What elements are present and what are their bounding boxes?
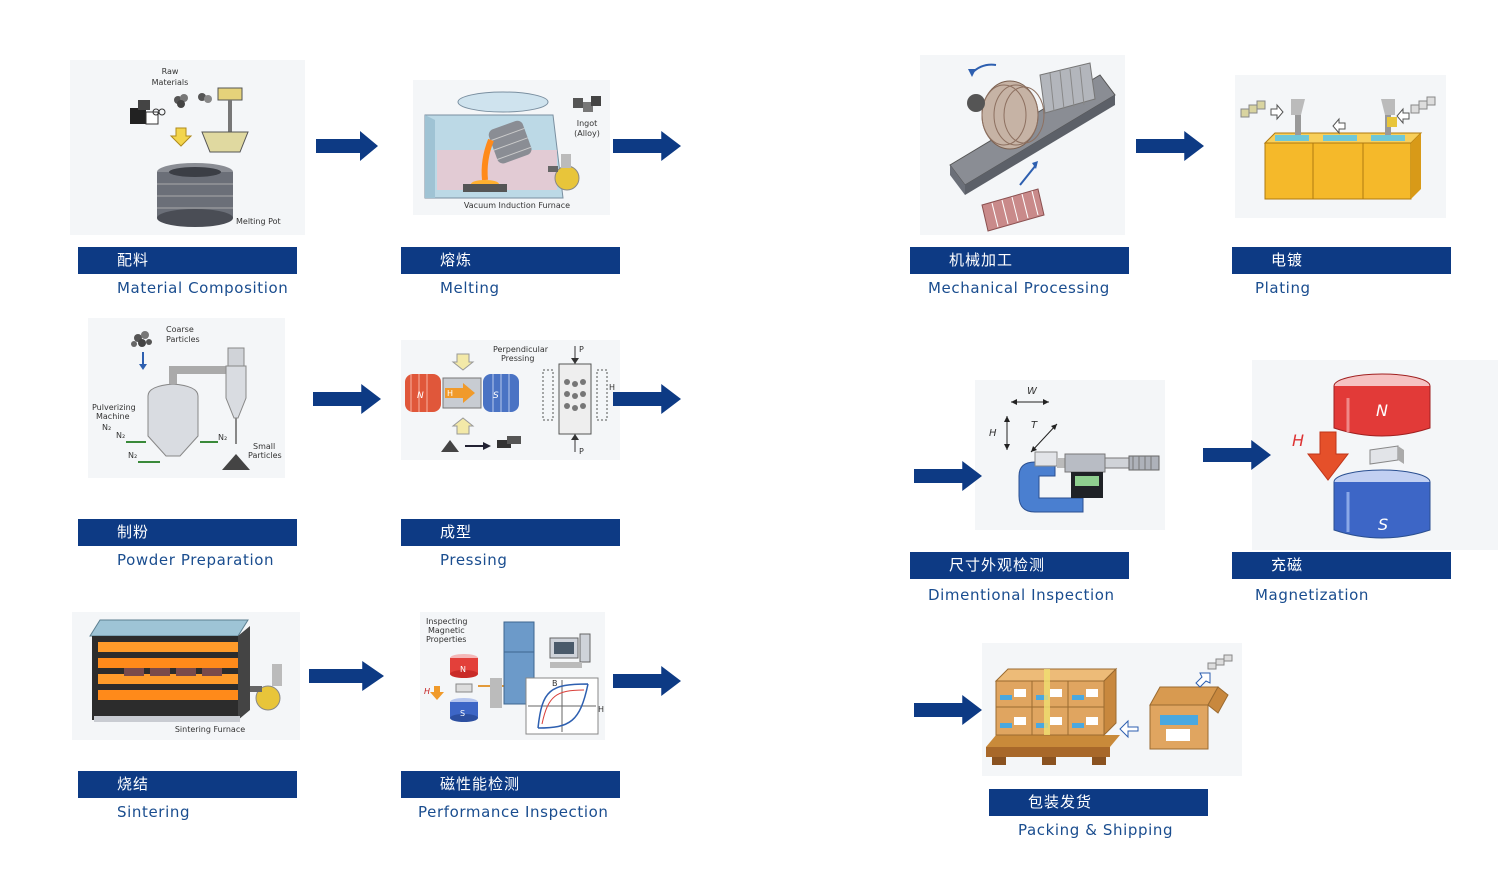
step-caption-sintering: Sintering <box>117 803 191 821</box>
pulverizing-label: Pulverizing <box>92 403 136 412</box>
flow-arrow-3 <box>313 384 381 414</box>
n-pole-label: N <box>417 391 424 401</box>
step-caption-pressing: Pressing <box>440 551 508 569</box>
flow-arrow-7 <box>1136 131 1204 161</box>
flow-arrow-10 <box>914 695 982 725</box>
flow-arrow-9 <box>1203 440 1271 470</box>
h-dimension-label: H <box>989 428 997 439</box>
flow-arrow-2 <box>613 131 681 161</box>
h-field-label: H <box>609 383 615 392</box>
step-caption-material-composition: Material Composition <box>117 279 289 297</box>
powder-preparation-illustration: Coarse Particles Pulverizing Machine Sma… <box>88 318 285 478</box>
step-label-powder-preparation: 制粉 <box>78 519 297 546</box>
flow-arrow-5 <box>309 661 384 691</box>
step-label-performance-inspection: 磁性能检测 <box>401 771 620 798</box>
step-caption-magnetization: Magnetization <box>1255 586 1370 604</box>
coarse-label: Coarse <box>166 325 194 334</box>
ingot-label: Ingot <box>577 119 598 128</box>
h-field-arrow-label: H <box>1292 431 1304 450</box>
step-label-packing-shipping: 包装发货 <box>989 789 1208 816</box>
flow-arrow-8 <box>914 461 982 491</box>
pressing-sub-label: Pressing <box>501 354 534 363</box>
performance-inspection-illustration: Inspecting Magnetic Properties N S H B H <box>420 612 605 740</box>
n2-label-4: N₂ <box>102 423 111 432</box>
step-label-dimentional-inspection: 尺寸外观检测 <box>910 552 1129 579</box>
materials-label: Materials <box>152 78 189 87</box>
h-axis-label: H <box>598 705 604 714</box>
pressing-illustration: Perpendicular Pressing N S H P P H <box>401 340 620 460</box>
magnetic-label: Magnetic <box>428 626 465 635</box>
w-dimension-label: W <box>1027 386 1038 397</box>
material-composition-illustration: Raw Materials Melting Pot <box>70 60 305 235</box>
s-pole-label: S <box>493 391 499 401</box>
packing-shipping-illustration <box>982 643 1242 776</box>
step-caption-melting: Melting <box>440 279 500 297</box>
step-label-pressing: 成型 <box>401 519 620 546</box>
melting-illustration: Ingot (Alloy) Vacuum Induction Furnace <box>413 80 610 215</box>
step-label-material-composition: 配料 <box>78 247 297 274</box>
step-caption-performance-inspection: Performance Inspection <box>418 803 609 821</box>
p-top-label: P <box>579 345 584 354</box>
step-label-magnetization: 充磁 <box>1232 552 1451 579</box>
raw-label: Raw <box>162 67 179 76</box>
step-caption-powder-preparation: Powder Preparation <box>117 551 275 569</box>
s-label: S <box>460 709 465 718</box>
step-label-plating: 电镀 <box>1232 247 1451 274</box>
h-arrow-label: H <box>424 687 430 696</box>
step-caption-packing-shipping: Packing & Shipping <box>1018 821 1174 839</box>
dimentional-inspection-illustration: W H T <box>975 380 1165 530</box>
n2-label-2: N₂ <box>128 451 137 460</box>
step-label-mechanical-processing: 机械加工 <box>910 247 1129 274</box>
small-label: Small <box>253 442 275 451</box>
alloy-label: (Alloy) <box>574 129 600 138</box>
step-caption-mechanical-processing: Mechanical Processing <box>928 279 1110 297</box>
p-bottom-label: P <box>579 447 584 456</box>
step-label-melting: 熔炼 <box>401 247 620 274</box>
inspecting-label: Inspecting <box>426 617 468 626</box>
small-particles-label: Particles <box>248 451 282 460</box>
perpendicular-label: Perpendicular <box>493 345 549 354</box>
vacuum-furnace-label: Vacuum Induction Furnace <box>464 201 570 210</box>
magnetization-illustration: N H S <box>1252 360 1498 550</box>
n-label: N <box>460 665 466 674</box>
mechanical-processing-illustration <box>920 55 1125 235</box>
flow-arrow-6 <box>613 666 681 696</box>
n-magnet-label: N <box>1376 401 1388 420</box>
h-label: H <box>447 389 453 398</box>
properties-label: Properties <box>426 635 466 644</box>
coarse-particles-label: Particles <box>166 335 200 344</box>
flow-arrow-1 <box>316 131 378 161</box>
n2-label-3: N₂ <box>218 433 227 442</box>
sintering-furnace-label: Sintering Furnace <box>175 725 245 734</box>
flow-arrow-4 <box>613 384 681 414</box>
t-dimension-label: T <box>1031 420 1038 431</box>
step-label-sintering: 烧结 <box>78 771 297 798</box>
n2-label-1: N₂ <box>116 431 125 440</box>
b-axis-label: B <box>552 679 558 688</box>
machine-label: Machine <box>96 412 130 421</box>
sintering-illustration: Sintering Furnace <box>72 612 300 740</box>
step-caption-dimentional-inspection: Dimentional Inspection <box>928 586 1115 604</box>
plating-illustration <box>1235 75 1446 218</box>
s-magnet-label: S <box>1378 515 1388 534</box>
melting-pot-label: Melting Pot <box>236 217 281 226</box>
step-caption-plating: Plating <box>1255 279 1311 297</box>
